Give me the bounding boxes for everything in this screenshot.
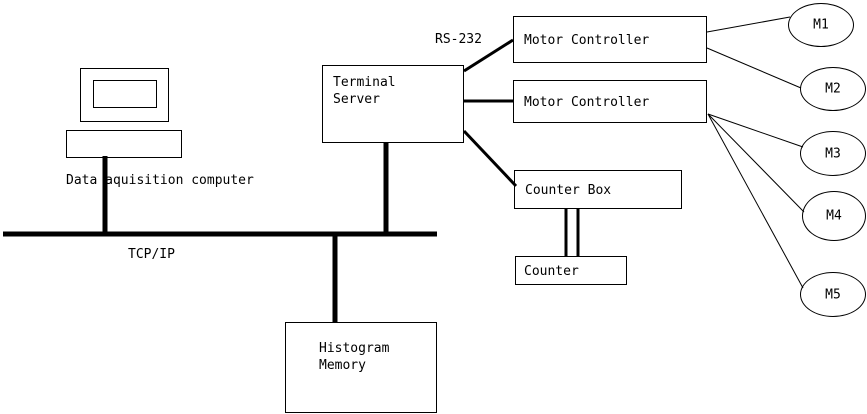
crt-monitor-screen-icon	[93, 80, 157, 108]
counter-label: Counter	[524, 264, 579, 279]
histogram-memory-label: Histogram Memory	[319, 341, 390, 373]
motor-controller-2-node[interactable]: Motor Controller	[513, 80, 707, 123]
link-motor-controller-1-to-m1	[706, 16, 791, 33]
tcpip-link-label: TCP/IP	[128, 247, 175, 262]
terminal-server-node[interactable]: Terminal Server	[322, 65, 464, 143]
motor-m4-label: M4	[826, 208, 842, 224]
counter-node[interactable]: Counter	[515, 256, 627, 285]
motor-m1-label: M1	[813, 17, 829, 33]
crt-monitor-icon	[80, 68, 169, 122]
data-acquisition-computer-label: Data aquisition computer	[66, 173, 254, 188]
counter-box-node[interactable]: Counter Box	[514, 170, 682, 209]
motor-controller-1-label: Motor Controller	[524, 33, 650, 48]
link-motor-controller-2-to-m5	[707, 113, 804, 289]
motor-m3-label: M3	[825, 146, 841, 161]
motor-m1-node[interactable]: M1	[788, 3, 854, 47]
motor-controller-1-node[interactable]: Motor Controller	[513, 16, 707, 63]
counter-box-label: Counter Box	[525, 183, 612, 198]
link-terminal-server-to-motor-controller-1	[463, 38, 514, 73]
motor-controller-2-label: Motor Controller	[524, 95, 650, 110]
terminal-server-label: Terminal Server	[333, 75, 396, 107]
link-terminal-server-to-counter-box	[462, 129, 518, 188]
rs232-link-label: RS-232	[435, 32, 482, 47]
link-motor-controller-1-to-m2	[706, 47, 802, 89]
motor-m2-label: M2	[825, 81, 841, 97]
link-motor-controller-2-to-m4	[707, 113, 805, 213]
motor-m5-label: M5	[825, 287, 841, 302]
link-motor-controller-2-to-m3	[707, 113, 804, 148]
motor-m4-node[interactable]: M4	[802, 191, 866, 241]
motor-m5-node[interactable]: M5	[800, 272, 866, 317]
keyboard-icon	[66, 130, 182, 158]
motor-m3-node[interactable]: M3	[800, 131, 866, 176]
histogram-memory-node[interactable]: Histogram Memory	[285, 322, 437, 413]
motor-m2-node[interactable]: M2	[800, 67, 866, 111]
